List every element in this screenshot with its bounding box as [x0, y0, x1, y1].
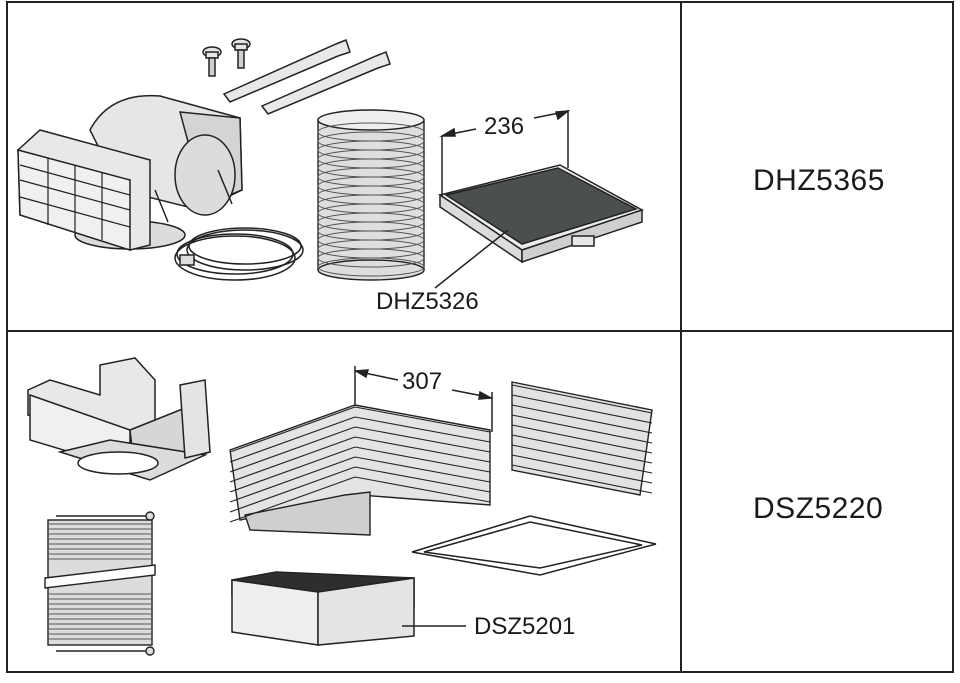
bracket-icon	[222, 39, 391, 115]
mounting-frame-icon	[27, 357, 211, 481]
hose-clamp-icon	[174, 227, 304, 281]
screw-icon	[202, 38, 251, 77]
dimension-line-307	[353, 366, 494, 432]
carbon-filter-icon	[438, 164, 644, 264]
filter-part-number-row1: DHZ5326	[376, 288, 479, 315]
filter-frame-icon	[411, 515, 657, 576]
louver-slats	[229, 406, 491, 523]
filter-box-icon	[231, 571, 415, 646]
leader-line-dhz5326	[434, 229, 509, 289]
dimension-label-row2: 307	[400, 368, 445, 396]
model-number-row1: DHZ5365	[753, 164, 885, 197]
model-number-row2: DSZ5220	[753, 492, 884, 525]
dimension-line-236	[439, 110, 571, 196]
diffuser-adapter-icon	[17, 94, 243, 252]
flex-duct-ribs	[317, 122, 425, 277]
dimension-label-row1: 236	[482, 113, 527, 141]
grille-slats	[511, 384, 653, 494]
table-grid	[6, 1, 954, 673]
flex-duct-ribs	[48, 523, 152, 640]
filter-part-number-row2: DSZ5201	[474, 613, 576, 640]
